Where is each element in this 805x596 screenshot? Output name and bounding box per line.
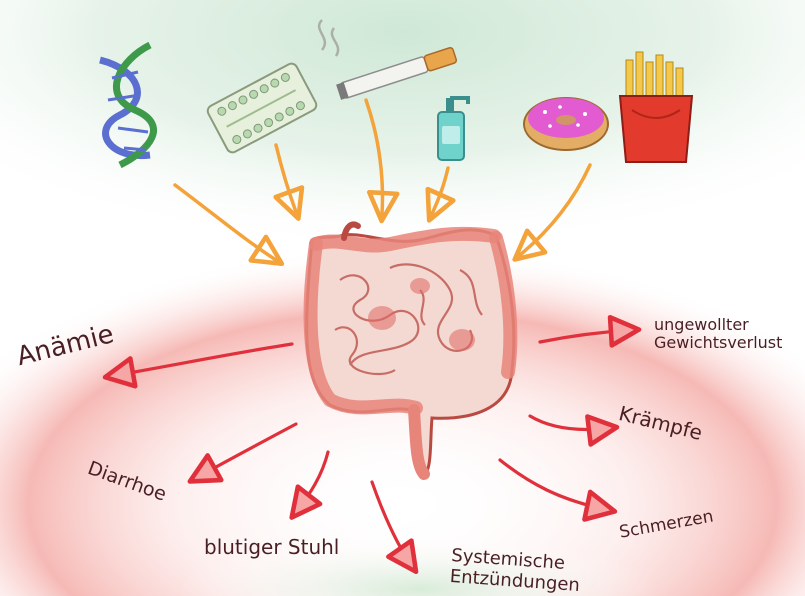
cause-arrow-dna	[175, 185, 276, 260]
fries-icon	[620, 52, 692, 162]
symptom-arrow-anaemia	[112, 344, 292, 376]
pill-pack-icon	[206, 62, 319, 155]
symptom-arrow-bloody-stool	[296, 452, 328, 512]
symptom-systemic-inflammation: Systemische Entzündungen	[449, 546, 582, 596]
cause-arrow-pill	[276, 145, 296, 212]
symptom-weight-loss-line2: Gewichtsverlust	[654, 334, 782, 352]
intestine-icon	[307, 225, 514, 476]
symptom-bloody-stool: blutiger Stuhl	[204, 536, 339, 559]
cigarette-icon	[319, 20, 457, 100]
symptom-arrow-systemic	[372, 482, 412, 566]
dna-icon	[100, 45, 154, 165]
symptom-arrow-weight-loss	[540, 330, 632, 342]
symptom-weight-loss-line1: ungewollter	[654, 316, 782, 334]
soap-dispenser-icon	[438, 98, 468, 160]
symptom-arrow-pain	[500, 460, 608, 510]
cause-arrow-soap	[432, 168, 448, 214]
donut-icon	[524, 98, 608, 150]
cause-arrow-food	[520, 165, 590, 255]
symptom-arrow-cramps	[530, 416, 610, 430]
symptom-arrow-diarrhea	[196, 424, 296, 478]
symptom-weight-loss: ungewollter Gewichtsverlust	[654, 316, 782, 353]
cause-arrow-cigarette	[366, 100, 382, 214]
